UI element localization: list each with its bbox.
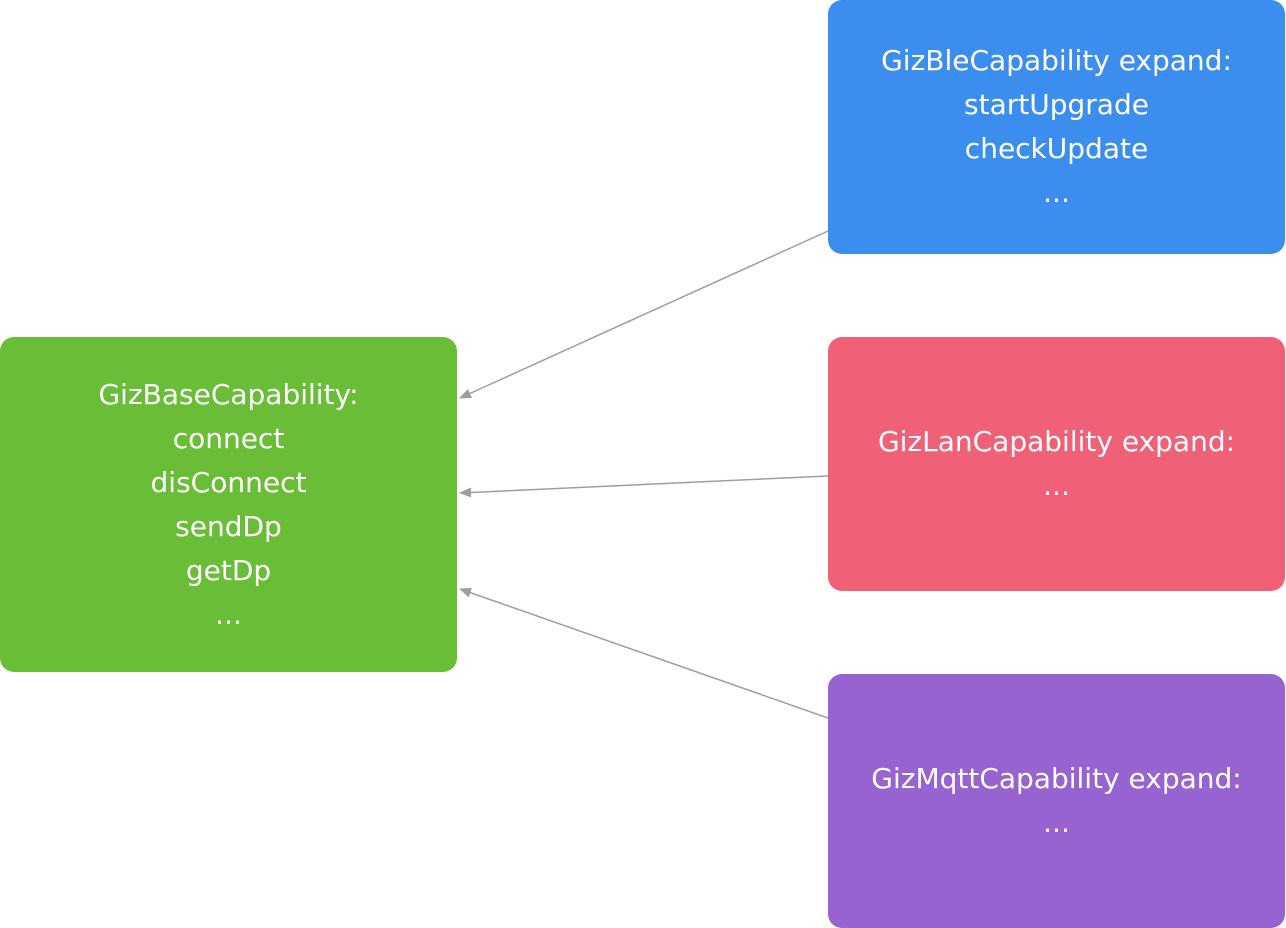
ble-method-startupgrade: startUpgrade [964,88,1149,121]
base-ellipsis: ... [215,597,242,631]
giz-ble-capability-node: GizBleCapability expand: startUpgrade ch… [828,0,1285,254]
base-method-connect: connect [172,421,285,455]
base-method-disconnect: disConnect [150,465,307,499]
mqtt-title: GizMqttCapability expand: [871,762,1242,795]
ble-method-checkupdate: checkUpdate [964,132,1149,165]
edge-lan-to-base [459,475,829,498]
edge-mqtt-to-base [459,587,829,719]
lan-title: GizLanCapability expand: [877,425,1236,458]
lan-ellipsis: ... [1043,469,1070,502]
giz-mqtt-capability-node: GizMqttCapability expand: ... [828,674,1285,928]
base-title: GizBaseCapability: [98,377,359,411]
base-method-getdp: getDp [185,553,272,587]
mqtt-ellipsis: ... [1043,806,1070,839]
base-method-senddp: sendDp [175,509,282,543]
giz-base-capability-node: GizBaseCapability: connect disConnect se… [0,337,457,672]
edge-ble-to-base [459,230,829,399]
giz-lan-capability-node: GizLanCapability expand: ... [828,337,1285,591]
ble-ellipsis: ... [1043,176,1070,209]
ble-title: GizBleCapability expand: [881,44,1232,77]
